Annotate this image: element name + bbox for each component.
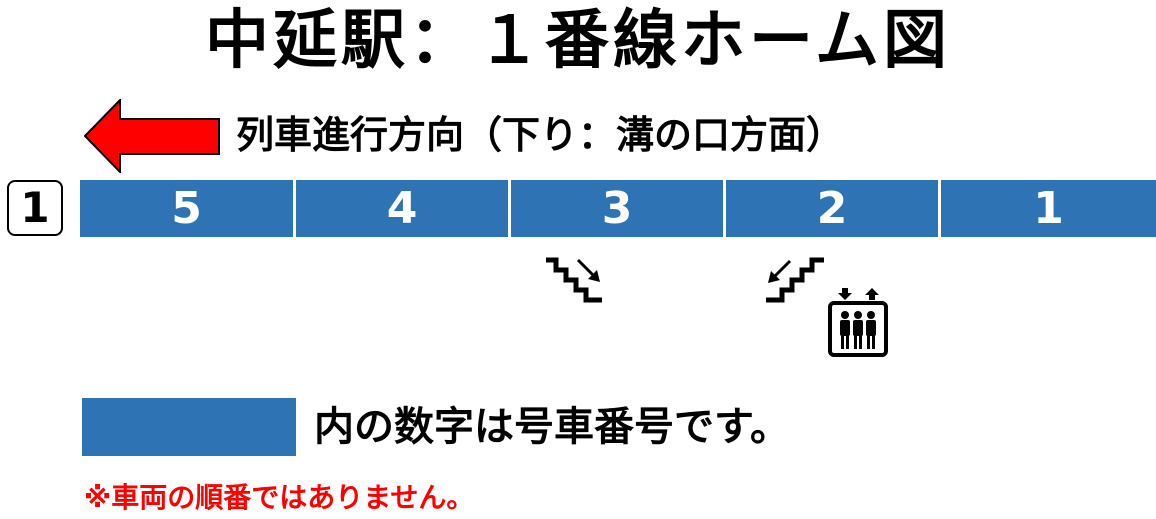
car-2: 2 <box>726 180 938 237</box>
left-arrow-icon <box>84 99 220 173</box>
legend-color-swatch <box>82 398 296 456</box>
train-cars: 5 4 3 2 1 <box>80 180 1156 237</box>
car-1: 1 <box>941 180 1156 237</box>
track-number-badge: 1 <box>7 180 63 236</box>
legend-label: 内の数字は号車番号です。 <box>314 404 790 450</box>
page-title: 中延駅：１番線ホーム図 <box>204 4 952 78</box>
car-3: 3 <box>511 180 723 237</box>
stairs-up-icon <box>766 257 824 303</box>
order-disclaimer-note: ※車両の順番ではありません。 <box>84 481 475 514</box>
travel-direction-label: 列車進行方向（下り：溝の口方面） <box>236 113 845 157</box>
car-5: 5 <box>80 180 293 237</box>
stairs-down-icon <box>546 257 602 303</box>
elevator-icon <box>828 288 888 357</box>
car-4: 4 <box>296 180 508 237</box>
